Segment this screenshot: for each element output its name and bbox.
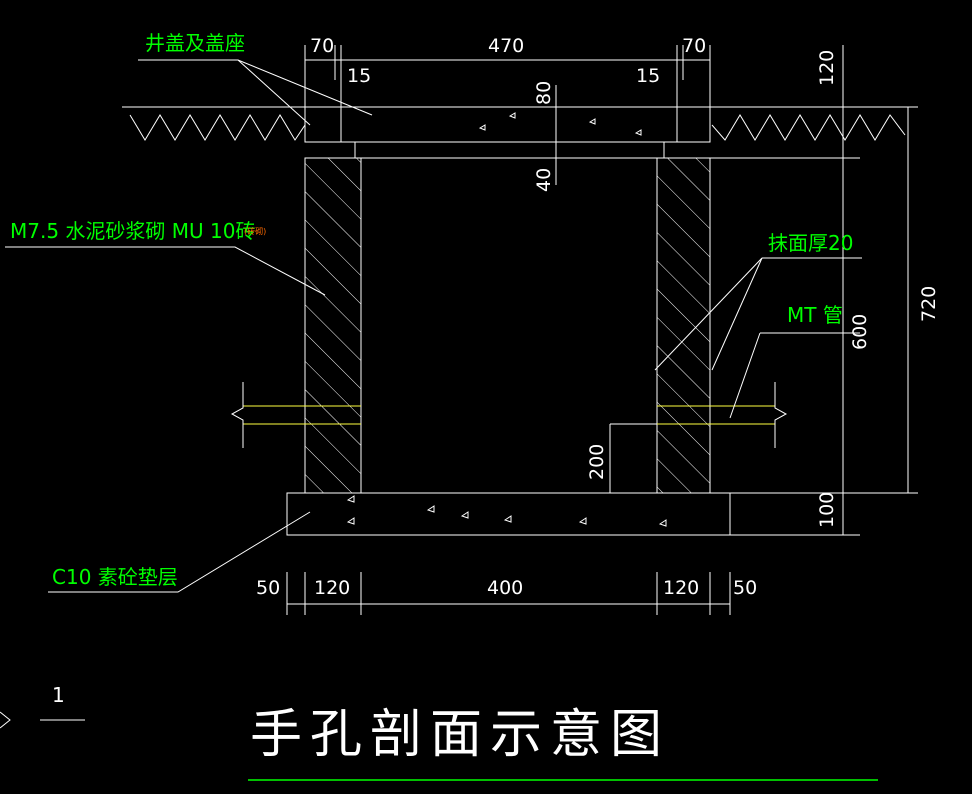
label-base: C10 素砼垫层 (52, 565, 178, 589)
label-mt-pipe: MT 管 (787, 303, 843, 327)
dim-top-left-70: 70 (310, 35, 334, 57)
mt-pipe-left (243, 405, 361, 425)
dim-bottom-400: 400 (487, 577, 523, 599)
top-dimension-lines (304, 45, 711, 107)
dim-bottom-120-right: 120 (663, 577, 699, 599)
mt-pipe-right (657, 405, 775, 425)
concrete-base (286, 112, 731, 536)
drawing-title: 手孔剖面示意图 (250, 705, 670, 765)
right-brick-wall (656, 157, 711, 494)
right-dimension-lines (555, 45, 918, 536)
dimension-texts: 70 470 70 15 15 120 80 40 720 600 200 10… (256, 35, 940, 599)
dim-top-right-70: 70 (682, 35, 706, 57)
dim-200: 200 (586, 444, 608, 480)
bottom-dimension-lines (286, 572, 731, 615)
section-number: 1 (52, 683, 65, 707)
left-brick-wall (304, 157, 362, 494)
dim-600: 600 (849, 314, 871, 350)
label-cover-seat: 井盖及盖座 (145, 31, 245, 55)
dim-bottom-120-left: 120 (314, 577, 350, 599)
dim-top-470: 470 (488, 35, 524, 57)
leader-lines (5, 59, 862, 593)
pipe-break-marks (230, 382, 788, 448)
manhole-cover (304, 106, 711, 159)
section-marker: 1 (0, 683, 85, 729)
dim-100: 100 (816, 492, 838, 528)
dim-gap-40: 40 (533, 168, 555, 192)
dim-120-right: 120 (816, 50, 838, 86)
dim-left-15: 15 (347, 65, 371, 87)
ground-surface (122, 106, 918, 141)
label-wall-material: M7.5 水泥砂浆砌 MU 10砖 (10, 219, 255, 243)
dim-bottom-50-right: 50 (733, 577, 757, 599)
dim-720: 720 (918, 286, 940, 322)
dim-bottom-50-left: 50 (256, 577, 280, 599)
label-wall-note: (砖砌) (244, 226, 266, 236)
dim-cover-80: 80 (533, 81, 555, 105)
annotation-labels: 井盖及盖座 M7.5 水泥砂浆砌 MU 10砖 抹面厚20 MT 管 C10 素… (10, 31, 853, 589)
dim-right-15: 15 (636, 65, 660, 87)
label-plaster: 抹面厚20 (768, 231, 853, 255)
